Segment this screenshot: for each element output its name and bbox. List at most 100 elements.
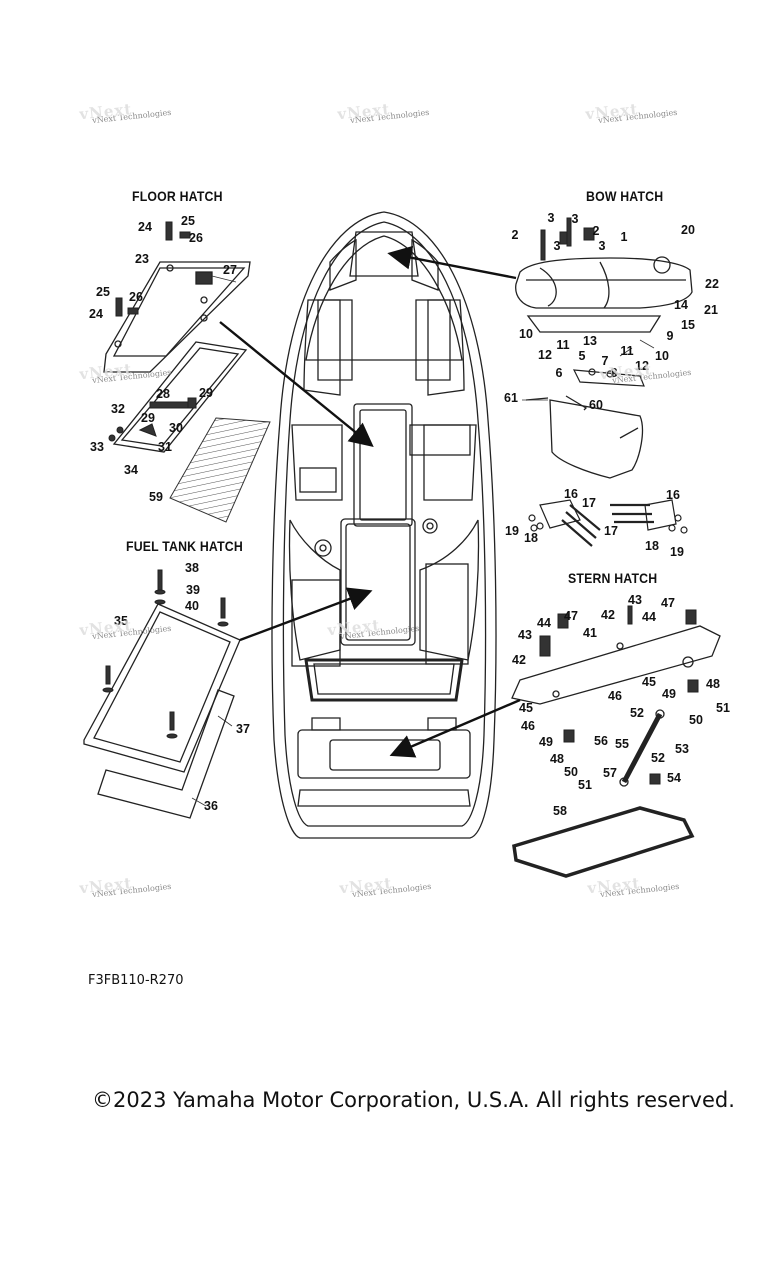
callout: 46 — [521, 718, 535, 733]
callout: 29 — [199, 385, 213, 400]
bow-brackets — [528, 499, 688, 547]
callout: 47 — [564, 608, 578, 623]
callout: 40 — [185, 598, 199, 613]
callout: 16 — [666, 487, 680, 502]
callout: 43 — [518, 627, 532, 642]
fuel-tank-fasteners — [102, 569, 229, 739]
callout: 35 — [114, 613, 128, 628]
callout: 52 — [651, 750, 665, 765]
callout: 25 — [96, 284, 110, 299]
bow-hatch-lid — [515, 256, 693, 309]
callout: 31 — [158, 439, 172, 454]
callout: 23 — [135, 251, 149, 266]
callout: 6 — [555, 365, 563, 380]
callout: 19 — [505, 523, 519, 538]
callout: 18 — [645, 538, 659, 553]
floor-hatch-frame — [112, 341, 248, 453]
callout: 1 — [620, 229, 628, 244]
floor-mat — [169, 417, 271, 523]
diagram-code: F3FB110-R270 — [88, 973, 184, 988]
callout: 17 — [604, 523, 618, 538]
callout: 60 — [589, 397, 603, 412]
callout: 8 — [610, 365, 618, 380]
bow-hatch-hinges — [540, 217, 595, 261]
fuel-tank-hatch-title: FUEL TANK HATCH — [126, 538, 243, 554]
callout: 30 — [169, 420, 183, 435]
callout: 56 — [594, 733, 608, 748]
callout: 11 — [620, 343, 634, 358]
callout: 5 — [578, 348, 586, 363]
callout: 49 — [662, 686, 676, 701]
callout: 14 — [674, 297, 688, 312]
callout: 7 — [601, 353, 609, 368]
callout: 53 — [675, 741, 689, 756]
callout: 36 — [204, 798, 218, 813]
callout: 41 — [583, 625, 597, 640]
callout: 49 — [539, 734, 553, 749]
callout-leaders — [191, 275, 655, 807]
callout: 42 — [512, 652, 526, 667]
callout: 34 — [124, 462, 138, 477]
callout: 48 — [706, 676, 720, 691]
callout: 33 — [90, 439, 104, 454]
callout: 25 — [181, 213, 195, 228]
callout: 47 — [661, 595, 675, 610]
callout: 61 — [504, 390, 518, 405]
callout: 12 — [635, 358, 649, 373]
callout: 44 — [642, 609, 656, 624]
callout: 12 — [538, 347, 552, 362]
floor-hatch-lid — [103, 261, 251, 373]
callout: 24 — [89, 306, 103, 321]
callout: 11 — [556, 337, 570, 352]
storage-bin — [525, 395, 644, 479]
gas-strut — [619, 709, 665, 787]
callout: 10 — [655, 348, 669, 363]
callout: 24 — [138, 219, 152, 234]
callout: 52 — [630, 705, 644, 720]
callout: 42 — [601, 607, 615, 622]
boat-hull — [271, 211, 497, 839]
callout: 3 — [598, 238, 606, 253]
callout: 26 — [189, 230, 203, 245]
callout: 19 — [670, 544, 684, 559]
callout: 55 — [615, 736, 629, 751]
callout: 39 — [186, 582, 200, 597]
bow-hatch-latch — [572, 368, 645, 387]
bow-hatch-title: BOW HATCH — [586, 188, 664, 204]
callout: 3 — [553, 238, 561, 253]
callout: 38 — [185, 560, 199, 575]
copyright-notice: ©2023 Yamaha Motor Corporation, U.S.A. A… — [92, 1088, 735, 1112]
callout: 3 — [571, 211, 579, 226]
callout: 2 — [511, 227, 519, 242]
stern-hatch-seal — [512, 806, 695, 878]
callout: 17 — [582, 495, 596, 510]
callout: 54 — [667, 770, 681, 785]
floor-hatch-title: FLOOR HATCH — [132, 188, 223, 204]
callout: 27 — [223, 262, 237, 277]
callout: 16 — [564, 486, 578, 501]
callout: 20 — [681, 222, 695, 237]
callout: 28 — [156, 386, 170, 401]
stern-hatch-title: STERN HATCH — [568, 570, 658, 586]
callout: 48 — [550, 751, 564, 766]
callout: 51 — [716, 700, 730, 715]
callout: 13 — [583, 333, 597, 348]
callout: 22 — [705, 276, 719, 291]
stern-hatch-small-parts — [539, 605, 699, 785]
callout: 46 — [608, 688, 622, 703]
floor-hatch-small-parts — [108, 221, 197, 442]
callout: 57 — [603, 765, 617, 780]
stern-hatch-lid — [511, 625, 721, 705]
callout: 37 — [236, 721, 250, 736]
callout: 45 — [519, 700, 533, 715]
callout: 2 — [592, 223, 600, 238]
callout: 18 — [524, 530, 538, 545]
callout: 29 — [141, 410, 155, 425]
callout: 10 — [519, 326, 533, 341]
callout: 50 — [564, 764, 578, 779]
callout: 32 — [111, 401, 125, 416]
callout: 26 — [129, 289, 143, 304]
fuel-tank-hatch-frame — [97, 689, 235, 819]
callout: 3 — [547, 210, 555, 225]
